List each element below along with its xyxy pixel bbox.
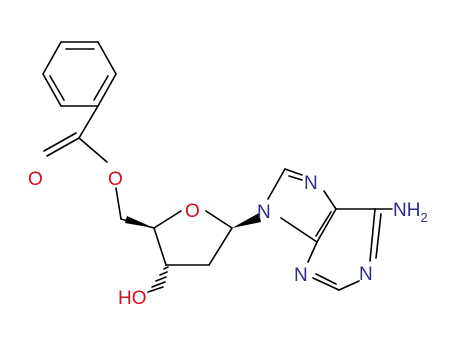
adenine-group: [267, 168, 393, 291]
atom-n3: N: [294, 265, 308, 286]
atom-o-carbonyl: O: [28, 169, 43, 190]
benzoyl-group: [42, 41, 117, 163]
sugar-backbone: [115, 187, 261, 293]
stereo-wedge-c4: [125, 216, 154, 228]
stereo-hash-c3: [147, 266, 169, 293]
atom-hydroxyl: HO: [118, 288, 147, 309]
atom-o-ring: O: [185, 201, 200, 222]
atom-amine: NH2: [393, 200, 428, 225]
atom-n9: N: [257, 202, 271, 223]
atom-n1: N: [359, 264, 373, 285]
amine-h-count: 2: [420, 210, 427, 225]
amine-nh: NH: [393, 200, 420, 221]
atom-labels: O O O HO N N N N NH2: [28, 169, 428, 309]
atom-n7: N: [304, 173, 318, 194]
stereo-wedge-c1: [232, 213, 261, 228]
atom-o-ester: O: [108, 169, 123, 190]
